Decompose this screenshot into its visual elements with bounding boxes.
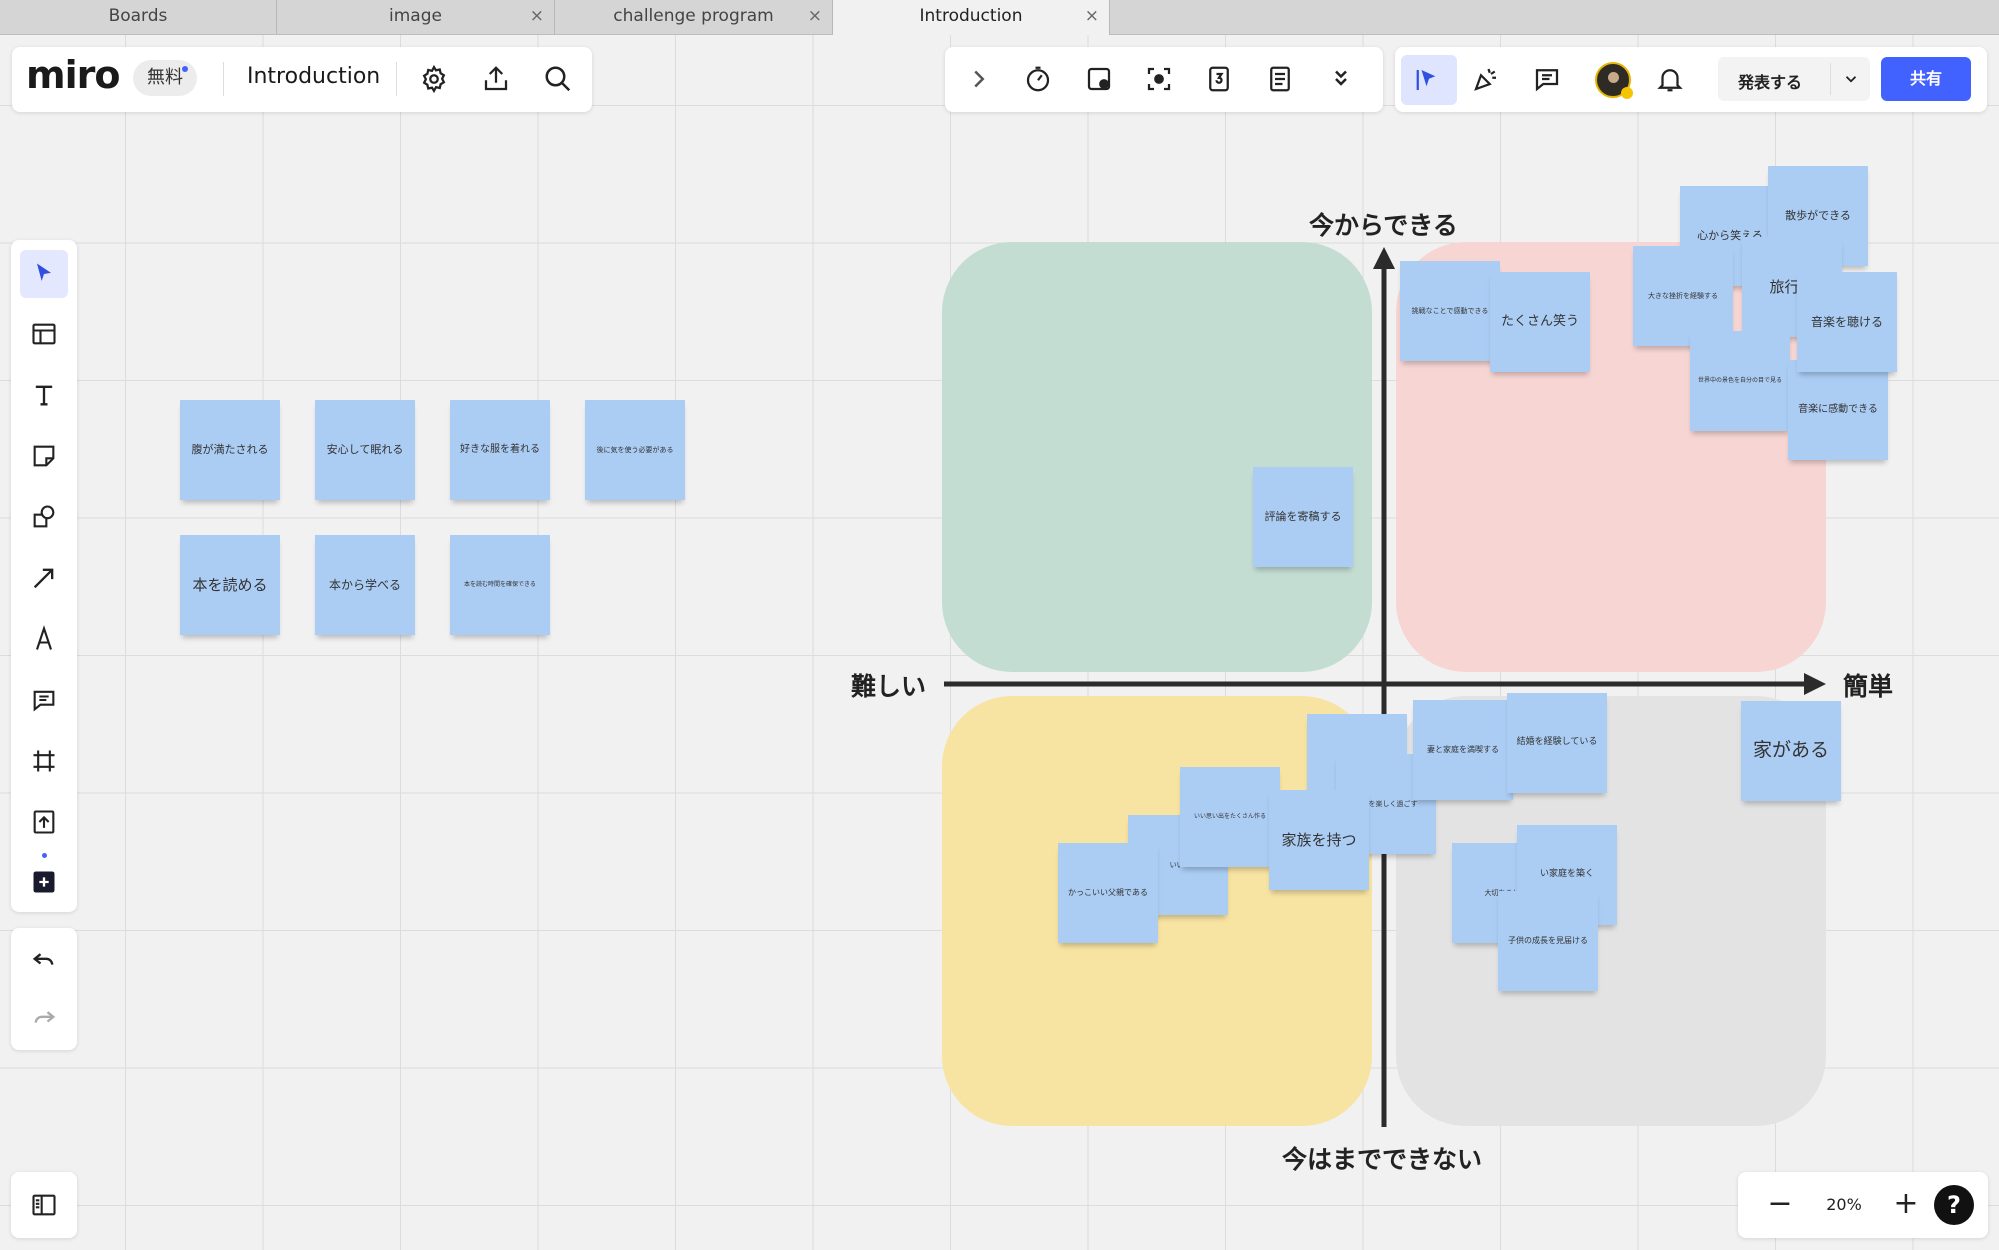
tab-label: Introduction: [919, 6, 1023, 26]
plan-badge[interactable]: 無料: [133, 60, 197, 96]
tool-rail: [11, 240, 77, 912]
sidebar-panel-icon: [22, 1183, 66, 1227]
sticky-note[interactable]: 世界中の景色を自分の目で見る: [1690, 331, 1790, 431]
select-cursor-icon[interactable]: [20, 250, 68, 298]
celebrate-icon[interactable]: [1464, 57, 1508, 101]
board-list-toggle[interactable]: [11, 1172, 77, 1238]
divider: [396, 62, 397, 96]
sticky-note[interactable]: 音楽に感動できる: [1788, 360, 1888, 460]
sticky-note[interactable]: 腹が満たされる: [180, 400, 280, 500]
sticky-note[interactable]: 妻と家庭を満喫する: [1413, 700, 1513, 800]
close-icon[interactable]: ×: [529, 6, 544, 26]
cursor-follow-icon[interactable]: [1401, 55, 1457, 105]
pen-tool-icon[interactable]: [22, 617, 66, 661]
axis-label-bottom: 今はまでできない: [1282, 1145, 1483, 1174]
sticky-note[interactable]: 本から学べる: [315, 535, 415, 635]
sticky-note[interactable]: 子供の成長を見届ける: [1498, 891, 1598, 991]
avatar-face-icon: [1608, 72, 1619, 83]
sticky-note[interactable]: かっこいい父親である: [1058, 843, 1158, 943]
tab-label: Boards: [108, 6, 168, 26]
bell-notification-icon[interactable]: [1648, 57, 1692, 101]
collab-tools-panel: [945, 47, 1383, 112]
sticky-note[interactable]: 大きな挫折を経験する: [1633, 246, 1733, 346]
zoom-level[interactable]: 20%: [1826, 1195, 1862, 1214]
tab-label: image: [389, 6, 442, 26]
chevron-down-icon[interactable]: [1842, 70, 1860, 88]
close-icon[interactable]: ×: [1084, 6, 1099, 26]
comment-tool-icon[interactable]: [22, 678, 66, 722]
shapes-tool-icon[interactable]: [22, 495, 66, 539]
sticky-note-tool-icon[interactable]: [22, 434, 66, 478]
browser-tab-bar: Boards image × challenge program × Intro…: [0, 0, 1999, 35]
tab-boards[interactable]: Boards: [0, 0, 277, 34]
board-title[interactable]: Introduction: [247, 64, 381, 89]
divider: [1830, 63, 1831, 95]
sticky-note[interactable]: たくさん笑う: [1490, 272, 1590, 372]
user-avatar[interactable]: [1595, 62, 1633, 99]
tab-introduction[interactable]: Introduction ×: [833, 0, 1110, 35]
sticky-note[interactable]: 安心して眠れる: [315, 400, 415, 500]
status-badge: [1621, 87, 1633, 99]
search-icon[interactable]: [536, 57, 580, 101]
chevron-right-icon[interactable]: [957, 57, 1001, 101]
more-apps-plus-icon[interactable]: [22, 860, 66, 904]
undo-icon[interactable]: [22, 938, 66, 982]
axis-label-right: 簡単: [1843, 672, 1894, 701]
zoom-out-button[interactable]: −: [1767, 1186, 1793, 1221]
zoom-in-button[interactable]: +: [1893, 1186, 1919, 1221]
zoom-controls: − 20% + ?: [1738, 1172, 1988, 1238]
miro-logo[interactable]: miro: [26, 53, 120, 97]
sticky-note[interactable]: 家がある: [1741, 701, 1841, 801]
help-button[interactable]: ?: [1934, 1185, 1974, 1225]
sticky-add-icon[interactable]: [1077, 57, 1121, 101]
settings-gear-icon[interactable]: [412, 57, 456, 101]
focus-frame-icon[interactable]: [1137, 57, 1181, 101]
board-canvas[interactable]: 今からできる 今はまでできない 難しい 簡単 腹が満たされる 安心して眠れる 好…: [0, 35, 1999, 1250]
comment-icon[interactable]: [1525, 57, 1569, 101]
notes-icon[interactable]: [1258, 57, 1302, 101]
sticky-note[interactable]: 本を読む時間を確保できる: [450, 535, 550, 635]
redo-icon[interactable]: [22, 996, 66, 1040]
sticky-note[interactable]: 家族を持つ: [1269, 790, 1369, 890]
sticky-note[interactable]: 後に気を使う必要がある: [585, 400, 685, 500]
quadrant-axes: [944, 247, 1826, 1127]
upload-tool-icon[interactable]: [22, 800, 66, 844]
share-button[interactable]: 共有: [1881, 57, 1971, 101]
axis-label-top: 今からできる: [1309, 211, 1458, 240]
notification-dot-icon: [182, 66, 188, 72]
tab-image[interactable]: image ×: [277, 0, 555, 34]
present-button-label: 発表する: [1738, 73, 1803, 92]
frame-tool-icon[interactable]: [22, 739, 66, 783]
templates-icon[interactable]: [22, 312, 66, 356]
sticky-note[interactable]: 好きな服を着れる: [450, 400, 550, 500]
axis-label-left: 難しい: [851, 672, 927, 701]
sticky-note[interactable]: 本を読める: [180, 535, 280, 635]
share-toolbar-panel: 発表する 共有: [1395, 47, 1987, 112]
connector-arrow-icon[interactable]: [22, 556, 66, 600]
plan-badge-label: 無料: [147, 67, 183, 88]
undo-redo-panel: [11, 928, 77, 1050]
sticky-note[interactable]: 挑戦なことで感動できる: [1400, 261, 1500, 361]
tab-label: challenge program: [613, 6, 774, 26]
export-upload-icon[interactable]: [474, 57, 518, 101]
sticky-note[interactable]: 音楽を聴ける: [1797, 272, 1897, 372]
present-button[interactable]: 発表する: [1718, 57, 1870, 101]
board-header-panel: miro 無料 Introduction: [12, 47, 592, 112]
voting-icon[interactable]: [1197, 57, 1241, 101]
new-indicator-dot-icon: [42, 853, 47, 858]
divider: [223, 62, 224, 96]
timer-icon[interactable]: [1016, 57, 1060, 101]
sticky-note[interactable]: いい思い出をたくさん作る: [1180, 767, 1280, 867]
tab-challenge-program[interactable]: challenge program ×: [555, 0, 833, 34]
close-icon[interactable]: ×: [807, 6, 822, 26]
sticky-note[interactable]: 評論を寄稿する: [1253, 467, 1353, 567]
text-tool-icon[interactable]: [22, 373, 66, 417]
double-chevron-down-icon[interactable]: [1319, 57, 1363, 101]
quadrant-top-left: [942, 242, 1372, 672]
sticky-note[interactable]: 結婚を経験している: [1507, 693, 1607, 793]
